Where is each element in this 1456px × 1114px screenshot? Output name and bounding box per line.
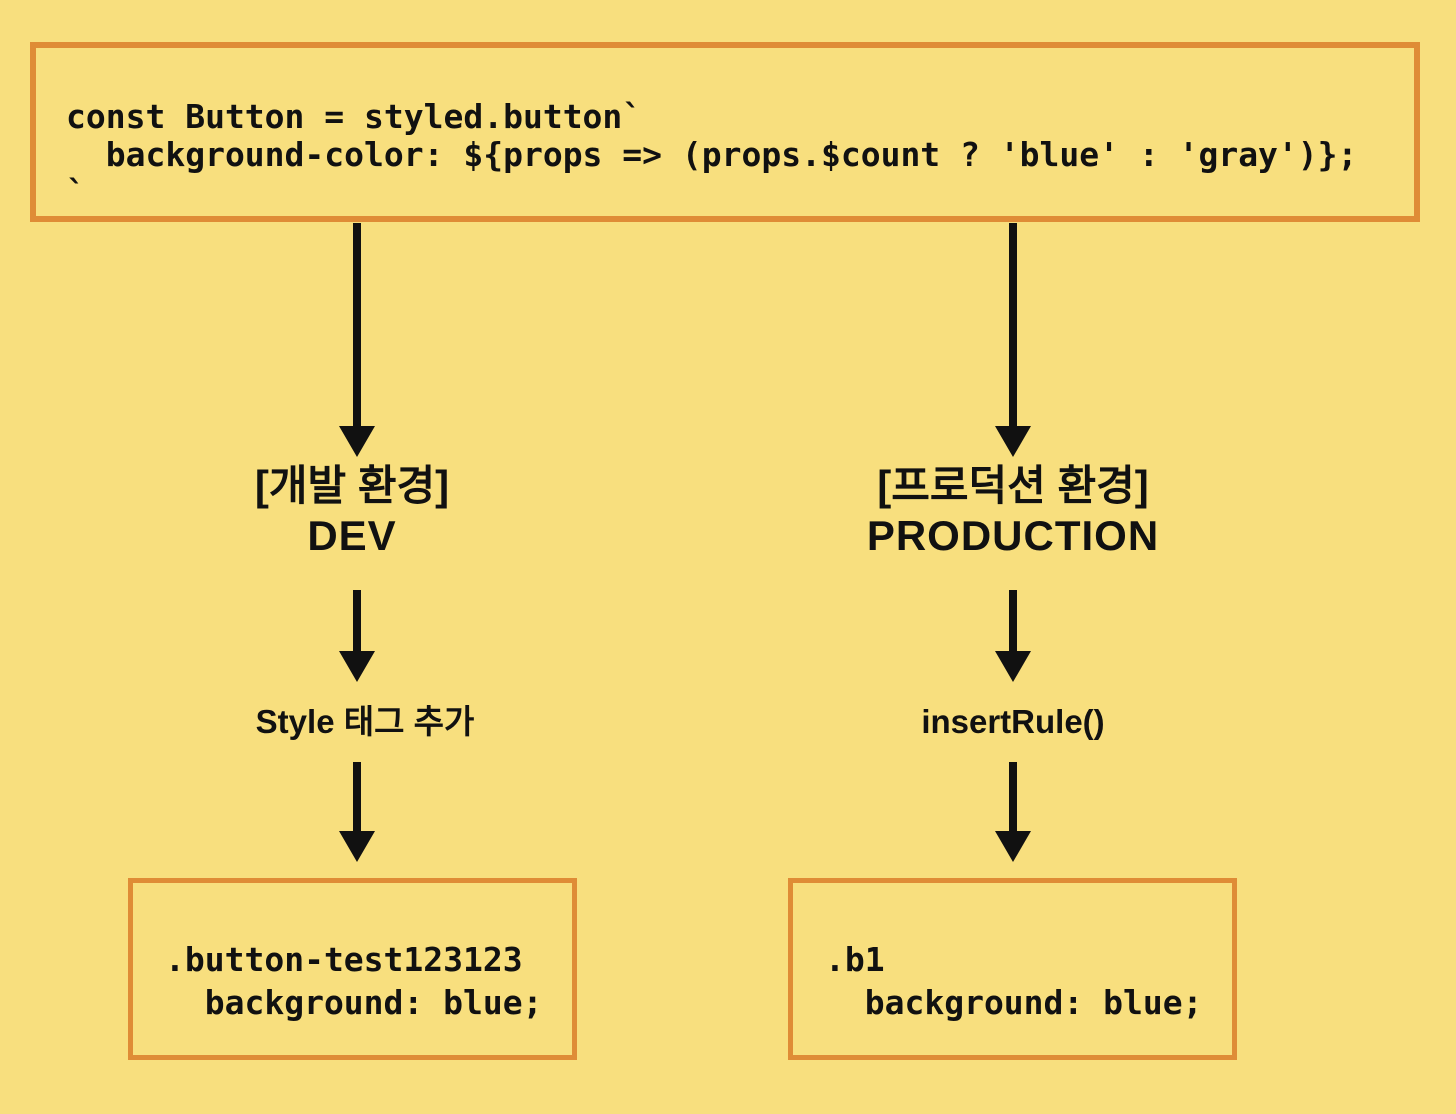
arrow-head: [339, 831, 375, 862]
dev-step-label: Style 태그 추가: [255, 703, 475, 740]
arrow-head: [339, 426, 375, 457]
arrow-head: [995, 426, 1031, 457]
dev-result-code: .button-test123123 background: blue;: [165, 940, 543, 1022]
dev-environment-label: [개발 환경] DEV: [142, 460, 562, 560]
arrow-shaft: [353, 223, 361, 426]
production-environment-label: [프로덕션 환경] PRODUCTION: [803, 460, 1223, 560]
dev-env-korean-label: [개발 환경]: [254, 462, 450, 509]
down-arrow-icon: [338, 590, 376, 682]
down-arrow-icon: [994, 762, 1032, 862]
production-result-code: .b1 background: blue;: [825, 940, 1203, 1022]
production-env-korean-label: [프로덕션 환경]: [877, 462, 1149, 509]
dev-result-box: .button-test123123 background: blue;: [128, 878, 577, 1060]
arrow-head: [995, 651, 1031, 682]
down-arrow-icon: [338, 762, 376, 862]
production-result-box: .b1 background: blue;: [788, 878, 1237, 1060]
arrow-shaft: [353, 762, 361, 831]
production-env-name: PRODUCTION: [866, 512, 1160, 559]
down-arrow-icon: [994, 590, 1032, 682]
arrow-shaft: [1009, 762, 1017, 831]
production-step-label: insertRule(): [921, 703, 1105, 740]
down-arrow-icon: [338, 223, 376, 457]
arrow-shaft: [353, 590, 361, 651]
arrow-shaft: [1009, 590, 1017, 651]
arrow-shaft: [1009, 223, 1017, 426]
dev-env-name: DEV: [307, 512, 397, 559]
arrow-head: [995, 831, 1031, 862]
down-arrow-icon: [994, 223, 1032, 457]
source-code-box: const Button = styled.button` background…: [30, 42, 1420, 222]
source-code-text: const Button = styled.button` background…: [66, 97, 1358, 212]
arrow-head: [339, 651, 375, 682]
